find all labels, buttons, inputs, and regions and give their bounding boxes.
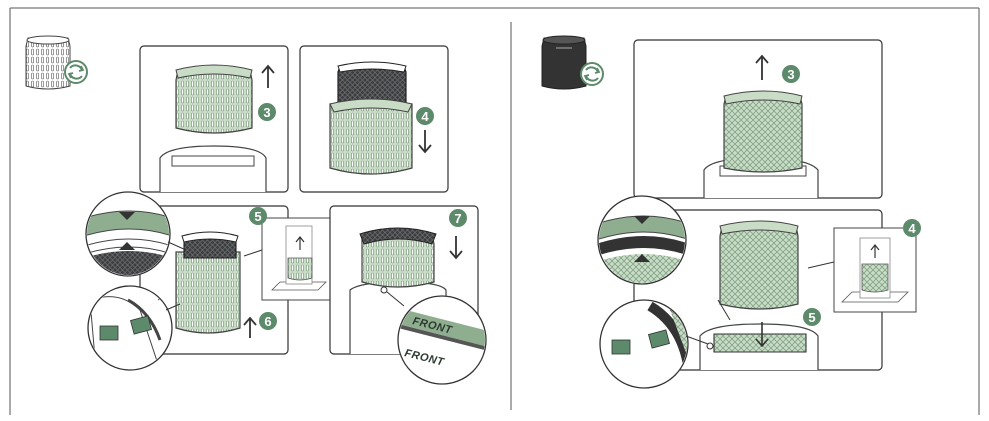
panel-left-step3 — [139, 45, 289, 193]
step-badge-left-4: 4 — [416, 107, 434, 125]
left-filter-swap-icon — [25, 35, 88, 90]
svg-text:7: 7 — [454, 211, 461, 226]
inset-left-step5 — [243, 217, 333, 301]
svg-text:4: 4 — [908, 221, 916, 236]
step-badge-left-6: 6 — [259, 312, 277, 330]
panel-left-step56 — [139, 205, 289, 355]
inset-right-step4 — [807, 227, 917, 313]
step-badge-left-7: 7 — [449, 209, 467, 227]
panel-left-step4 — [299, 45, 449, 193]
panel-right-step45 — [633, 209, 883, 371]
panel-right-step3 — [633, 39, 883, 199]
step-badge-left-5: 5 — [249, 207, 267, 225]
svg-text:5: 5 — [254, 209, 261, 224]
svg-text:3: 3 — [263, 105, 270, 120]
step-badge-left-3: 3 — [258, 103, 276, 121]
step-badge-right-4: 4 — [903, 219, 921, 237]
magnifier-right-clip-detail — [599, 299, 714, 389]
svg-text:3: 3 — [787, 67, 794, 82]
magnifier-clip-detail — [87, 285, 181, 371]
step-badge-right-3: 3 — [782, 65, 800, 83]
svg-text:5: 5 — [808, 310, 815, 325]
right-filter-swap-icon — [541, 35, 604, 90]
magnifier-front-labels: FRONT FRONT — [397, 295, 487, 385]
svg-text:6: 6 — [264, 314, 271, 329]
svg-text:4: 4 — [421, 109, 429, 124]
step-badge-right-5: 5 — [803, 308, 821, 326]
